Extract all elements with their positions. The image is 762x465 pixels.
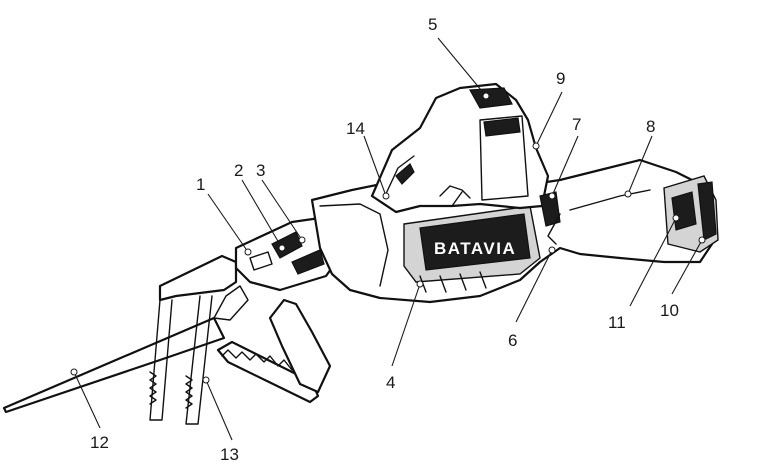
callout-8: 8 bbox=[646, 117, 655, 136]
leader-9 bbox=[535, 91, 563, 147]
leader-11 bbox=[629, 217, 677, 307]
callout-5: 5 bbox=[428, 15, 437, 34]
leader-13 bbox=[205, 379, 233, 441]
lower-grip bbox=[268, 298, 332, 394]
callout-10: 10 bbox=[660, 301, 679, 320]
leader-5 bbox=[437, 37, 487, 97]
leader-2 bbox=[241, 179, 283, 249]
callout-7: 7 bbox=[572, 115, 581, 134]
callout-14: 14 bbox=[346, 119, 365, 138]
callout-2: 2 bbox=[234, 161, 243, 180]
motor-housing bbox=[370, 82, 550, 214]
rear-handle bbox=[539, 175, 719, 253]
callout-11: 11 bbox=[608, 313, 626, 332]
leader-10 bbox=[671, 239, 703, 295]
callout-9: 9 bbox=[556, 69, 565, 88]
leader-14 bbox=[363, 135, 387, 197]
spare-blade bbox=[216, 340, 320, 404]
callout-6: 6 bbox=[508, 331, 517, 350]
leader-7 bbox=[551, 135, 579, 197]
leader-6 bbox=[515, 249, 553, 323]
branch-clamp bbox=[149, 254, 238, 425]
leader-4 bbox=[391, 283, 421, 367]
leader-3 bbox=[261, 179, 303, 241]
callout-4: 4 bbox=[386, 373, 395, 392]
callout-13: 13 bbox=[220, 445, 239, 464]
callout-1: 1 bbox=[196, 175, 205, 194]
leader-12 bbox=[73, 371, 101, 429]
leader-8 bbox=[627, 135, 653, 195]
callout-12: 12 bbox=[90, 433, 109, 452]
callout-3: 3 bbox=[256, 161, 265, 180]
leader-1 bbox=[207, 193, 249, 253]
callout-labels: 1 2 3 4 5 6 7 8 9 10 11 12 13 14 bbox=[90, 15, 679, 464]
leader-lines bbox=[70, 37, 706, 441]
brand-logo: BATAVIA bbox=[434, 239, 516, 258]
